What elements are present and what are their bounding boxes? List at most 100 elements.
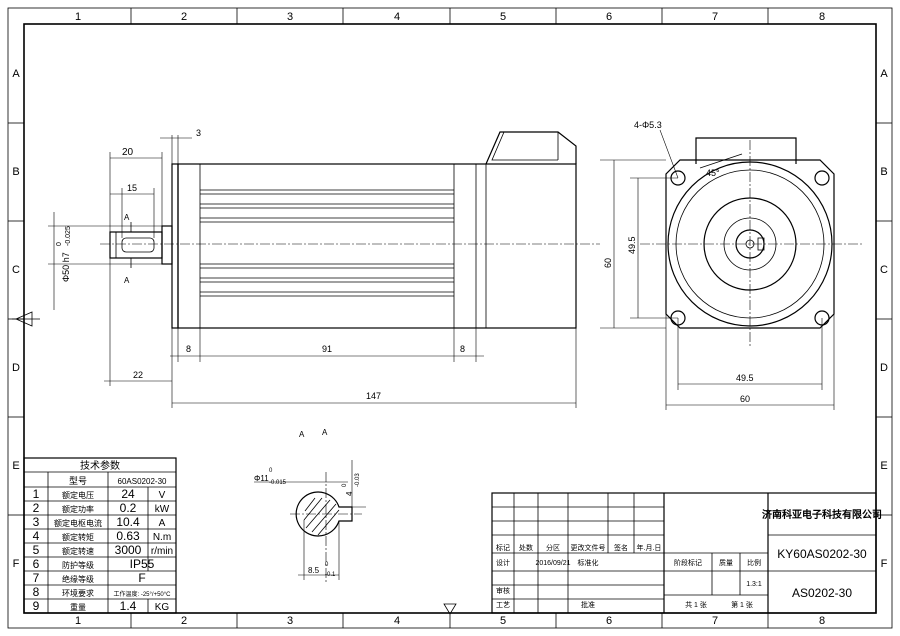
dim-label: -0.03 [355,473,361,487]
dim-label: 8 [460,344,465,354]
tb-label: 更改文件号 [571,543,606,552]
spec-row-unit: N.m [153,532,171,543]
tb-label: 工艺 [496,601,510,609]
dim-label: 8 [186,344,191,354]
front-view: A A [100,131,600,329]
dim-label: 147 [366,391,381,401]
spec-row-value: 10.4 [116,515,140,529]
side-outer-circle [667,161,833,327]
dim-label: 49.5 [627,236,637,254]
spec-row-unit: kW [155,504,170,515]
spec-row-name: 环境要求 [62,588,94,598]
tb-label: 阶段标记 [674,558,702,567]
drawing-number: AS0202-30 [792,586,852,600]
spec-row-unit: r/min [151,546,173,557]
dim-label: 20 [122,147,134,158]
col-label: 1 [75,615,81,627]
pilot-boss [161,225,173,265]
spec-row-name: 绝缘等级 [62,574,94,584]
row-label: E [880,460,887,472]
dim-label: 91 [322,344,332,354]
grid-ticks [8,8,892,628]
dim-label: 0 [325,562,329,568]
dim-label: -0.015 [269,480,287,486]
hatching [303,497,340,536]
side-connector [695,137,797,164]
side-view: 45° 4-Φ5.3 [634,120,862,348]
spec-row-name: 额定电枢电流 [54,518,102,528]
title-block: 济南科亚电子科技有限公司 KY60AS0202-30 AS0202-30 标记 … [491,492,882,614]
spec-row-unit: A [159,518,166,529]
tb-label: 处数 [519,543,533,552]
spec-row-no: 6 [33,557,40,571]
col-label: 8 [819,615,825,627]
front-view-dimensions: 3 20 15 Φ50 h7 0 -0.025 8 91 8 22 1 [48,128,577,408]
col-label: 6 [606,615,612,627]
row-label: A [12,68,20,80]
section-view: A A Φ11 0 -0.015 4 0 -0.03 8.5 0 -0.1 [254,428,366,582]
tb-label: 标准化 [578,558,599,567]
dim-label: -0.1 [325,572,336,578]
col-label: 7 [712,11,718,23]
col-label: 1 [75,11,81,23]
outer-frame [7,7,893,629]
spec-row-value: 1.4 [120,599,137,613]
col-label: 4 [394,11,400,23]
dim-label: 0 [56,242,63,246]
row-label: C [880,264,888,276]
tb-label: 签名 [614,543,628,552]
spec-row-name: 额定功率 [62,504,94,514]
spec-row-no: 1 [33,487,40,501]
spec-row-name: 防护等级 [62,560,94,570]
dim-label: -0.025 [65,226,72,246]
section-title: A [322,428,328,437]
spec-row-value: 0.63 [116,529,140,543]
dim-label: 4 [345,491,354,496]
spec-row-unit: KG [155,602,170,613]
motor-body [177,163,577,329]
row-label: B [12,166,19,178]
col-label: 2 [181,11,187,23]
dim-label: 3 [196,128,201,138]
col-label: 2 [181,615,187,627]
inner-frame [23,23,877,614]
dim-label: 0 [269,468,273,474]
spec-row-no: 3 [33,515,40,529]
col-label: 5 [500,11,506,23]
spec-row-value: IP55 [130,557,155,571]
row-label: F [881,558,888,570]
holes-label: 4-Φ5.3 [634,120,662,130]
row-label: B [880,166,887,178]
spec-row-value: 工作温度: -25°/+50°C [114,590,172,598]
spec-row-name: 额定电压 [62,490,94,500]
col-label: 8 [819,11,825,23]
spec-row-value: 24 [121,487,135,501]
spec-row-name: 额定转矩 [62,532,94,542]
dim-label: 8.5 [308,566,320,575]
tb-label: 共 1 张 [685,600,707,609]
dim-label: 60 [740,394,750,404]
tb-label: 第 1 张 [731,600,753,609]
company-name: 济南科亚电子科技有限公司 [762,508,882,521]
tb-label: 分区 [546,543,560,552]
col-label: 5 [500,615,506,627]
tb-label: 年.月.日 [637,543,662,552]
side-view-dimensions: 60 49.5 49.5 60 [600,159,835,410]
spec-row-no: 2 [33,501,40,515]
spec-row-unit: V [159,490,166,501]
spec-row-name: 重量 [70,602,86,612]
spec-table-header: 技术参数 [80,459,120,472]
row-label: F [13,558,20,570]
row-label: C [12,264,20,276]
tb-date: 2016/09/21 [535,560,570,567]
drawing-name: KY60AS0202-30 [777,547,867,561]
spec-row-no: 4 [33,529,40,543]
dim-label: 15 [127,183,137,193]
column-labels: 1 2 3 4 5 6 7 8 1 2 3 4 5 6 7 8 [75,11,825,627]
tb-label: 标记 [496,543,510,552]
tb-label: 审核 [496,586,510,595]
col-label: 3 [287,11,293,23]
row-label: E [12,460,19,472]
flange [171,163,179,329]
